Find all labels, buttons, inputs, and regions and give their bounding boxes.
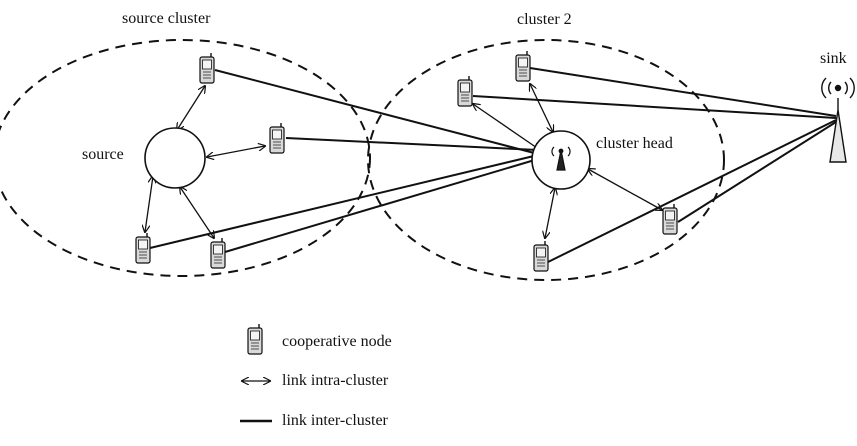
intra-link (473, 104, 540, 150)
inter-cluster-links (149, 67, 837, 263)
intra-link (207, 146, 265, 157)
inter-link (677, 121, 837, 223)
source-cluster-label: source cluster (122, 10, 211, 27)
cooperative-node-icon (210, 237, 226, 269)
cluster-head-label: cluster head (596, 135, 673, 152)
antenna-tower-icon (821, 77, 855, 163)
cooperative-node-icon (269, 122, 285, 154)
inter-link (529, 67, 837, 117)
intra-link (145, 176, 153, 232)
intra-link (530, 84, 553, 132)
intra-link (588, 169, 662, 210)
intra-link (545, 188, 555, 238)
source-cluster-boundary (0, 39, 371, 277)
legend-inter-cluster-label: link inter-cluster (282, 412, 388, 429)
cooperative-node-icon (135, 232, 151, 264)
inter-link (547, 119, 837, 263)
intra-link (180, 187, 214, 238)
cooperative-node-icon (515, 50, 531, 82)
source-label: source (82, 146, 124, 163)
cooperative-node-icon (199, 52, 215, 84)
intra-cluster-links (145, 84, 662, 238)
cluster-2-label: cluster 2 (517, 11, 572, 28)
intra-link (177, 86, 205, 130)
source-node (144, 127, 206, 189)
cluster-2-boundary (367, 39, 725, 281)
cooperative-node-icon (662, 203, 678, 235)
broadcast-antenna-icon (551, 146, 571, 171)
legend-cooperative-node-icon (247, 323, 263, 355)
legend-intra-cluster-label: link intra-cluster (282, 372, 389, 389)
legend-cooperative-node-label: cooperative node (282, 333, 392, 350)
inter-link (224, 158, 539, 253)
inter-link (149, 154, 539, 249)
cooperative-node-icon (533, 240, 549, 272)
cooperative-node-icon (457, 75, 473, 107)
sink-label: sink (820, 50, 847, 67)
